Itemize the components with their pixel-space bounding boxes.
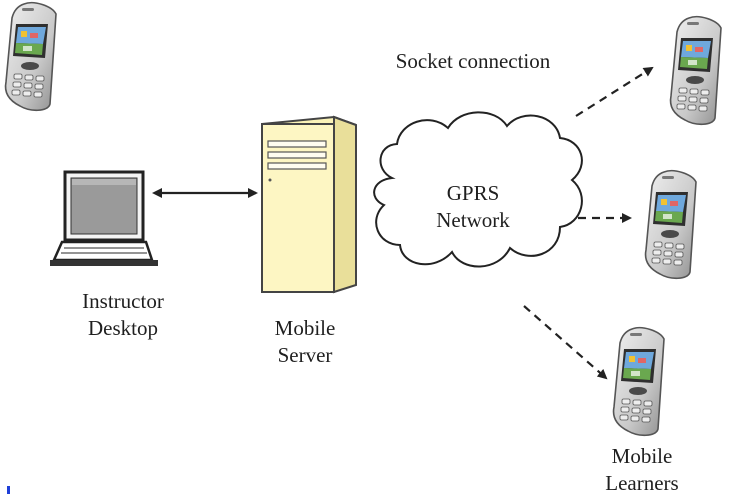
phone-top (669, 15, 722, 126)
server-tower-icon (261, 115, 357, 294)
instructor-desktop-label: Instructor Desktop (82, 289, 164, 340)
socket-arrow-bottom (523, 305, 608, 380)
cloud-icon (373, 111, 583, 268)
edge-marker (7, 486, 10, 494)
gprs-network-label: GPRS Network (436, 181, 510, 232)
mobile-server-label: Mobile Server (274, 316, 336, 367)
mobile-phone-icon (4, 1, 57, 112)
mobile-learners-label: Mobile Learners (605, 444, 679, 495)
phone-bottom (612, 326, 665, 437)
phone-middle (644, 169, 697, 280)
socket-connection-label: Socket connection (395, 49, 551, 73)
laptop-icon (50, 170, 158, 266)
socket-arrow-top (575, 66, 654, 117)
